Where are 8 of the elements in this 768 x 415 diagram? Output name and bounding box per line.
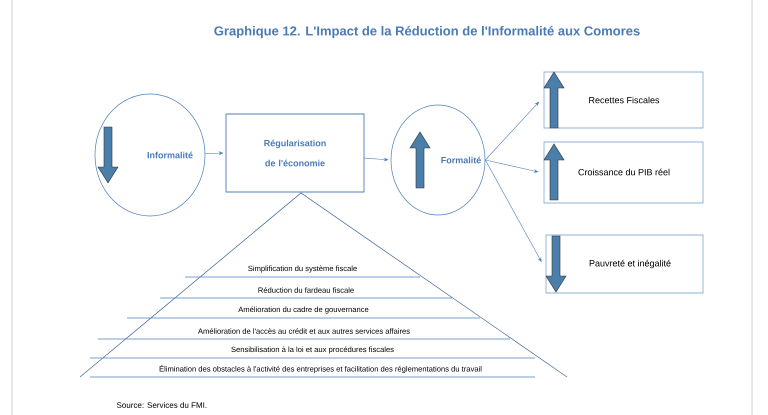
- circle-node: Informalité: [94, 94, 206, 216]
- circle-node: Formalité: [390, 104, 486, 216]
- source-note: Source: Services du FMI.: [116, 402, 206, 408]
- process-box: Régularisation de l'économie: [226, 114, 364, 192]
- result-box: Recettes Fiscales: [544, 72, 704, 128]
- result-box: Pauvreté et inégalité: [546, 234, 704, 294]
- result-box: Croissance du PIB réel: [544, 142, 704, 204]
- chart-title: Graphique 12. L'Impact de la Réduction de l'Informalité aux Comores: [214, 26, 640, 38]
